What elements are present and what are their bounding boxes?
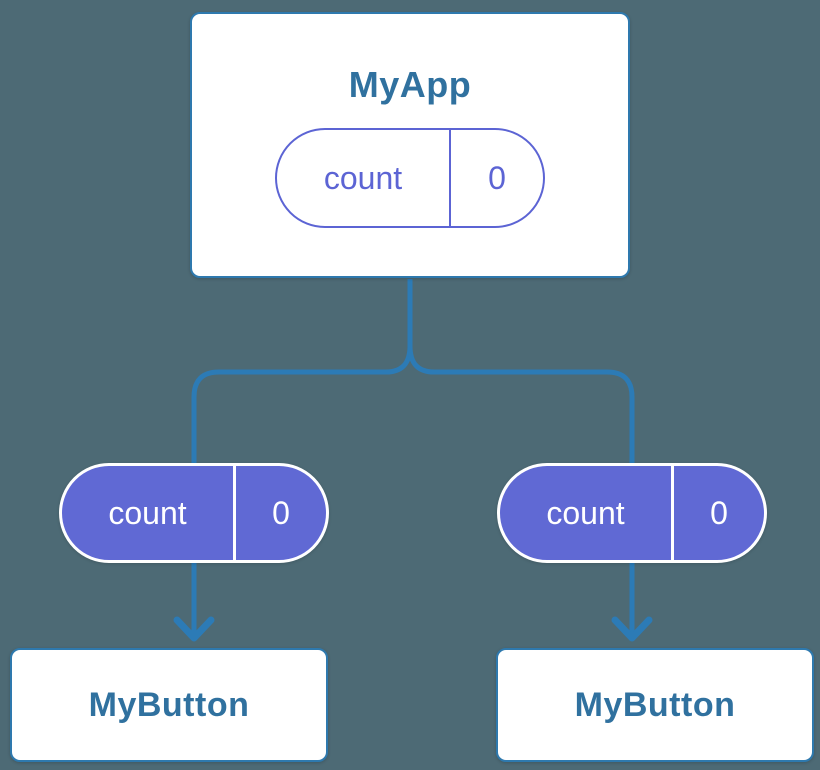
prop-pill-name: count [108, 494, 187, 531]
arrow-down-icon-left [173, 616, 215, 642]
state-pill: count 0 [275, 128, 545, 228]
prop-pill-name: count [546, 494, 625, 531]
component-title: MyButton [574, 686, 736, 724]
state-pill-value: 0 [449, 130, 543, 226]
component-card-mybutton: MyButton [496, 648, 814, 762]
left-branch-connector [191, 345, 413, 634]
prop-pill: count 0 [59, 463, 329, 563]
prop-pill-value: 0 [233, 466, 326, 560]
component-card-mybutton: MyButton [10, 648, 328, 762]
arrow-down-icon-right [611, 616, 653, 642]
component-title: MyApp [348, 64, 472, 105]
right-branch-connector [407, 345, 635, 634]
component-title: MyButton [88, 686, 250, 724]
component-card-myapp: MyApp count 0 [190, 12, 630, 278]
prop-pill-value: 0 [671, 466, 764, 560]
state-pill-name: count [323, 159, 403, 196]
prop-pill: count 0 [497, 463, 767, 563]
